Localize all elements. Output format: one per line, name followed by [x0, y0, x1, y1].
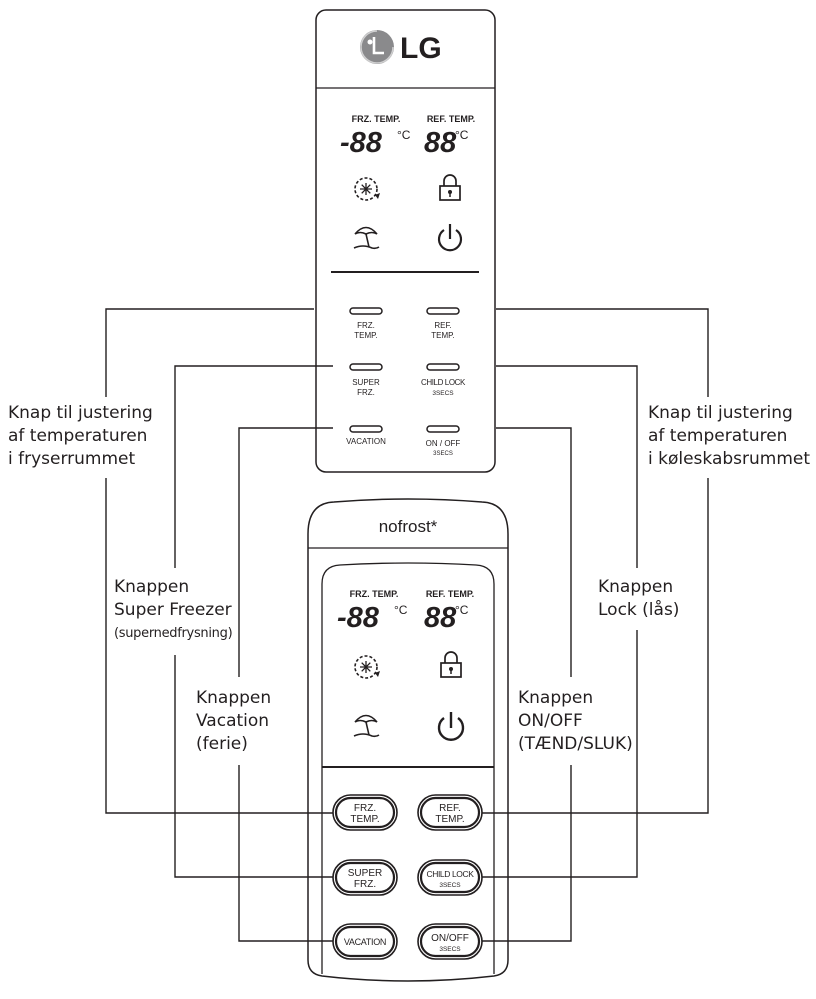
upper-child-lock-button-line1: CHILD LOCK: [421, 378, 466, 387]
callout-freezer-temp: Knap til justering af temperaturen i fry…: [8, 402, 153, 471]
upper-ref-temp-button-line2: TEMP.: [431, 331, 454, 340]
upper-child-lock-button[interactable]: CHILD LOCK 3SECS: [421, 363, 466, 397]
vacation-umbrella-icon: [353, 714, 380, 738]
leader-lines: [105, 308, 709, 942]
lock-icon: [439, 174, 461, 201]
leader-line-fridge-temp: [496, 308, 709, 397]
lower-on-off-button-line1: ON/OFF: [431, 933, 469, 944]
lower-ref-temp-button-line1: REF.: [439, 803, 461, 814]
upper-child-lock-button-line2: 3SECS: [432, 390, 454, 397]
callout-on-off: Knappen ON/OFF (TÆND/SLUK): [518, 687, 633, 756]
lower-frz-temp-unit: °C: [394, 603, 408, 617]
callout-super-freezer-line2: Super Freezer: [114, 600, 232, 620]
lower-child-lock-button-line2: 3SECS: [439, 882, 461, 889]
lock-icon: [440, 651, 462, 678]
lower-super-frz-button-line2: FRZ.: [354, 879, 376, 890]
lower-control-panel: nofrost* FRZ. TEMP. REF. TEMP. -88 °C 88…: [307, 498, 509, 982]
lower-on-off-button[interactable]: ON/OFF 3SECS: [417, 923, 483, 960]
upper-control-panel: LG FRZ. TEMP. REF. TEMP. -88 °C 88 °C: [315, 9, 496, 473]
upper-on-off-button[interactable]: ON / OFF 3SECS: [426, 425, 461, 457]
callout-freezer-temp-line1: Knap til justering: [8, 403, 153, 423]
super-freezer-icon: [354, 177, 380, 201]
lower-ref-temp-button-line2: TEMP.: [435, 814, 464, 825]
callout-fridge-temp-line2: af temperaturen: [648, 426, 788, 446]
lower-ref-temp-label: REF. TEMP.: [426, 589, 474, 599]
upper-frz-temp-button-line2: TEMP.: [354, 331, 377, 340]
callout-on-off-line3: (TÆND/SLUK): [518, 734, 633, 754]
upper-frz-temp-unit: °C: [397, 128, 411, 142]
upper-vacation-button-label: VACATION: [346, 437, 386, 446]
upper-on-off-button-line2: 3SECS: [433, 451, 453, 457]
upper-ref-temp-button[interactable]: REF. TEMP.: [426, 307, 460, 340]
lower-ref-temp-value: 88: [424, 602, 457, 634]
callout-vacation: Knappen Vacation (ferie): [196, 687, 271, 756]
callout-vacation-line1: Knappen: [196, 688, 272, 708]
upper-ref-temp-button-line1: REF.: [434, 321, 451, 330]
callout-lock-line2: Lock (lås): [598, 600, 680, 620]
callout-fridge-temp-line1: Knap til justering: [648, 403, 793, 423]
callout-on-off-line2: ON/OFF: [518, 711, 583, 731]
lower-super-frz-button-line1: SUPER: [348, 868, 382, 879]
upper-ref-temp-label: REF. TEMP.: [427, 114, 475, 124]
callout-fridge-temp: Knap til justering af temperaturen i køl…: [648, 402, 810, 471]
upper-super-frz-button-line1: SUPER: [352, 378, 380, 387]
vacation-umbrella-icon: [353, 226, 380, 250]
lower-brand-text: nofrost*: [379, 517, 438, 536]
super-freezer-icon: [354, 655, 380, 679]
leader-line-lock: [496, 365, 638, 568]
callout-fridge-temp-line3: i køleskabsrummet: [648, 449, 811, 469]
callout-lock: Knappen Lock (lås): [598, 576, 679, 622]
callout-lock-line1: Knappen: [598, 577, 674, 597]
lower-super-frz-button[interactable]: SUPER FRZ.: [332, 859, 398, 896]
leader-line-super-freezer: [174, 365, 333, 568]
upper-frz-temp-value: -88: [340, 127, 383, 159]
upper-super-frz-button-line2: FRZ.: [357, 388, 375, 397]
upper-frz-temp-button-line1: FRZ.: [357, 321, 375, 330]
upper-ref-temp-unit: °C: [455, 128, 469, 142]
callout-super-freezer-line1: Knappen: [114, 577, 190, 597]
callout-vacation-line2: Vacation: [196, 711, 270, 731]
upper-ref-temp-value: 88: [424, 127, 457, 159]
upper-frz-temp-button[interactable]: FRZ. TEMP.: [349, 307, 383, 340]
upper-on-off-button-line1: ON / OFF: [426, 439, 461, 448]
leader-line-freezer-temp: [105, 308, 314, 397]
callout-on-off-line1: Knappen: [518, 688, 594, 708]
lower-child-lock-button[interactable]: CHILD LOCK 3SECS: [417, 859, 483, 896]
upper-super-frz-button[interactable]: SUPER FRZ.: [349, 363, 383, 397]
lower-frz-temp-label: FRZ. TEMP.: [350, 589, 399, 599]
power-icon: [437, 712, 465, 741]
upper-vacation-button[interactable]: VACATION: [346, 425, 386, 446]
lower-child-lock-button-line1: CHILD LOCK: [426, 869, 474, 879]
lower-ref-temp-button[interactable]: REF. TEMP.: [417, 794, 483, 831]
lower-frz-temp-button-line1: FRZ.: [354, 803, 376, 814]
callout-freezer-temp-line2: af temperaturen: [8, 426, 148, 446]
callout-super-freezer: Knappen Super Freezer (supernedfrysning): [114, 576, 233, 645]
upper-brand-text: LG: [400, 32, 442, 65]
callout-super-freezer-line3: (supernedfrysning): [114, 626, 233, 641]
lower-vacation-button[interactable]: VACATION: [332, 923, 398, 960]
lower-vacation-button-label: VACATION: [344, 937, 386, 947]
lower-on-off-button-line2: 3SECS: [439, 946, 461, 953]
power-icon: [437, 224, 463, 252]
lower-frz-temp-value: -88: [337, 602, 380, 634]
upper-frz-temp-label: FRZ. TEMP.: [352, 114, 401, 124]
leader-line-on-off: [496, 427, 572, 677]
callout-vacation-line3: (ferie): [196, 734, 248, 754]
lower-frz-temp-button[interactable]: FRZ. TEMP.: [332, 794, 398, 831]
lower-frz-temp-button-line2: TEMP.: [350, 814, 379, 825]
leader-line-vacation: [238, 427, 333, 677]
lower-ref-temp-unit: °C: [455, 603, 469, 617]
lg-logo: LG: [360, 30, 442, 65]
lower-inner-frame: [321, 562, 495, 974]
callout-freezer-temp-line3: i fryserrummet: [8, 449, 136, 469]
